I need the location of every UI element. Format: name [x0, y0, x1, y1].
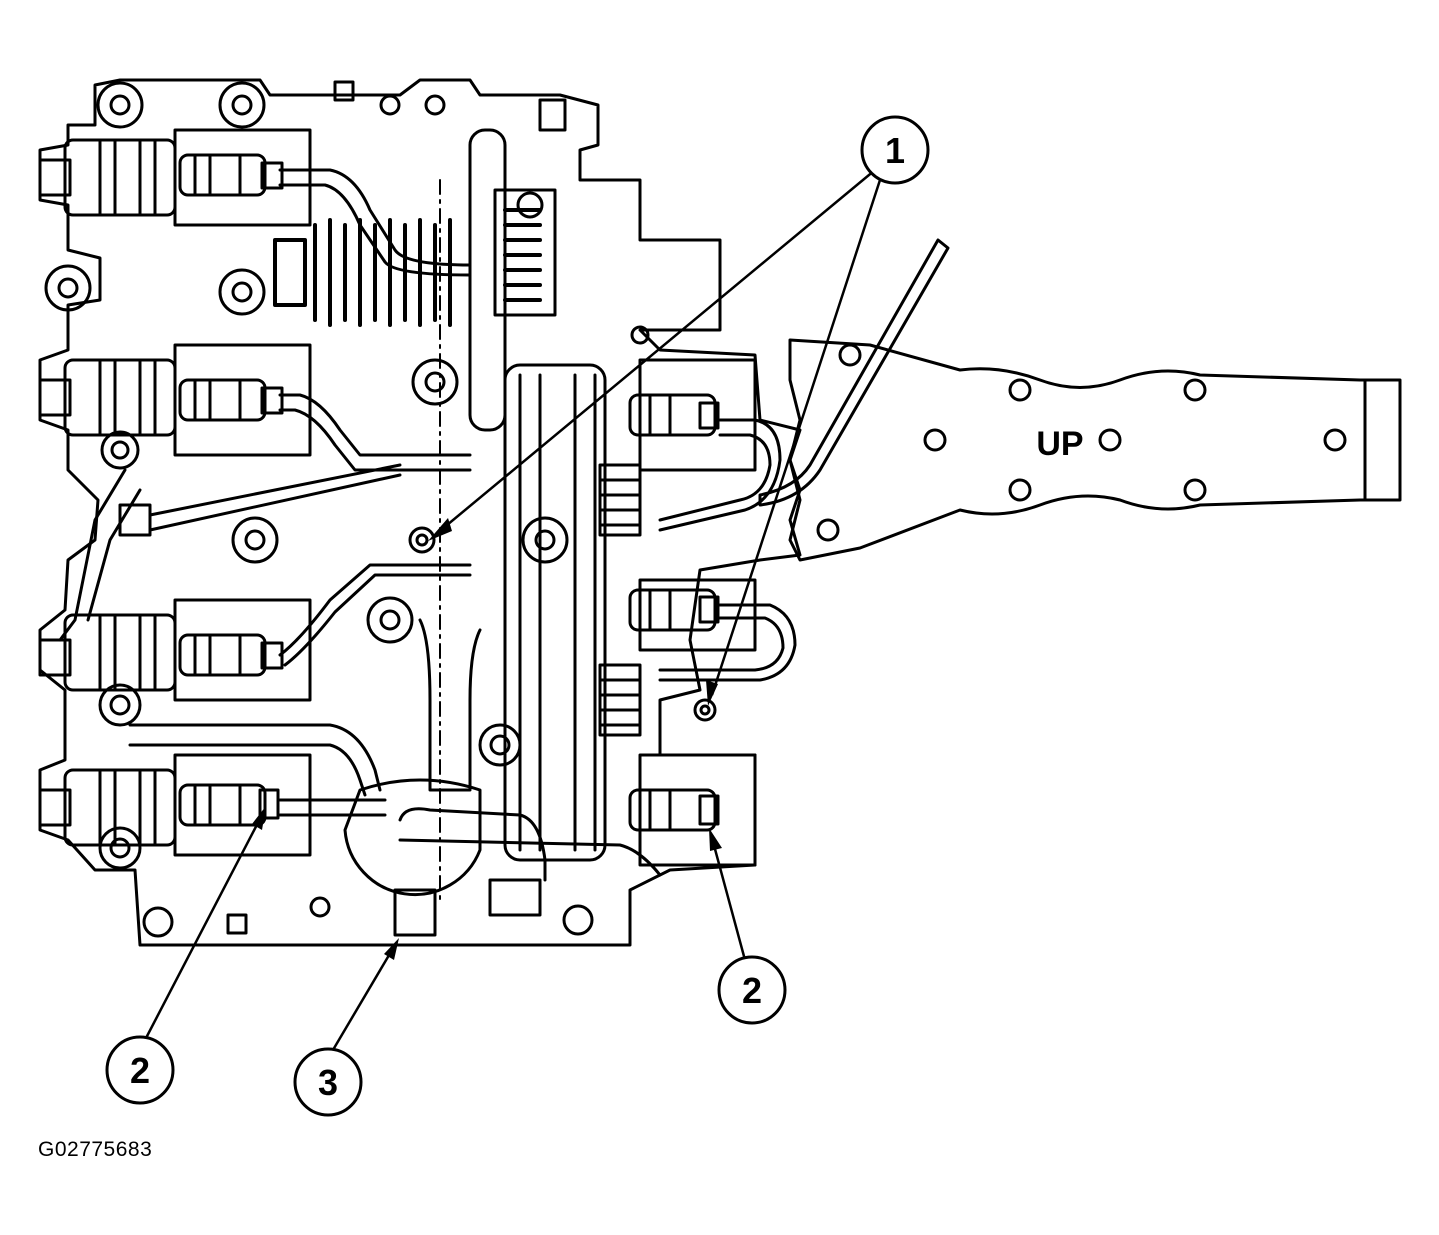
square-features	[118, 80, 567, 937]
solenoid-2	[38, 343, 312, 457]
solenoid-right-1	[628, 358, 757, 472]
callout-1-label: 1	[885, 130, 905, 171]
up-marking: UP	[1036, 425, 1083, 463]
wire-harness	[58, 168, 797, 882]
spring-stack-center	[503, 208, 542, 302]
solenoid-3	[38, 598, 312, 702]
callout-2-left: 2	[105, 1035, 175, 1105]
solenoid-right-3	[628, 753, 757, 867]
up-bracket	[788, 338, 1402, 562]
solenoid-1	[38, 128, 312, 227]
connector-stack-upper	[598, 463, 642, 537]
callout-3-label: 3	[318, 1062, 338, 1103]
solenoid-right-2	[628, 578, 757, 652]
bolts	[44, 81, 717, 938]
rod	[758, 238, 950, 507]
figure-id: G02775683	[38, 1138, 153, 1161]
pump-housing	[343, 778, 482, 896]
callout-2-left-label: 2	[130, 1050, 150, 1091]
leader-lines	[143, 169, 882, 1056]
solenoid-4	[38, 753, 312, 857]
arrowheads	[252, 518, 722, 960]
callout-3: 3	[293, 1047, 363, 1117]
callout-2-right-label: 2	[742, 970, 762, 1011]
callout-1: 1	[860, 115, 930, 185]
connector-stack-lower	[598, 663, 642, 737]
callout-2-right: 2	[717, 955, 787, 1025]
center-manifold	[439, 128, 607, 901]
